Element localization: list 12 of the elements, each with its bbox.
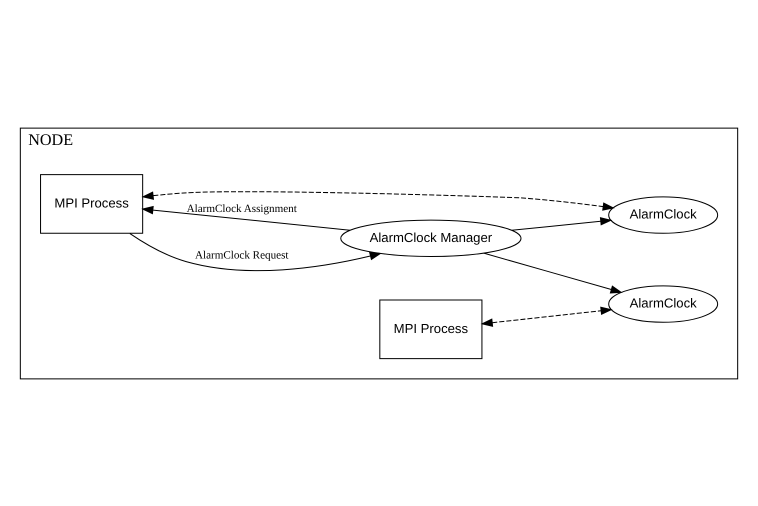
- node-ellipse: AlarmClock: [608, 196, 718, 234]
- arrow: [130, 232, 382, 271]
- arrow: [512, 216, 612, 230]
- node-box: MPI Process: [379, 299, 482, 359]
- edge-label: AlarmClock Request: [194, 248, 288, 261]
- arrow: [484, 252, 623, 293]
- node-box: MPI Process: [40, 174, 144, 234]
- arrow: [141, 190, 615, 210]
- arrow: [480, 306, 613, 326]
- arrow: [141, 205, 350, 230]
- node-ellipse: AlarmClock Manager: [340, 219, 522, 257]
- edge-label: AlarmClock Assignment: [186, 202, 297, 214]
